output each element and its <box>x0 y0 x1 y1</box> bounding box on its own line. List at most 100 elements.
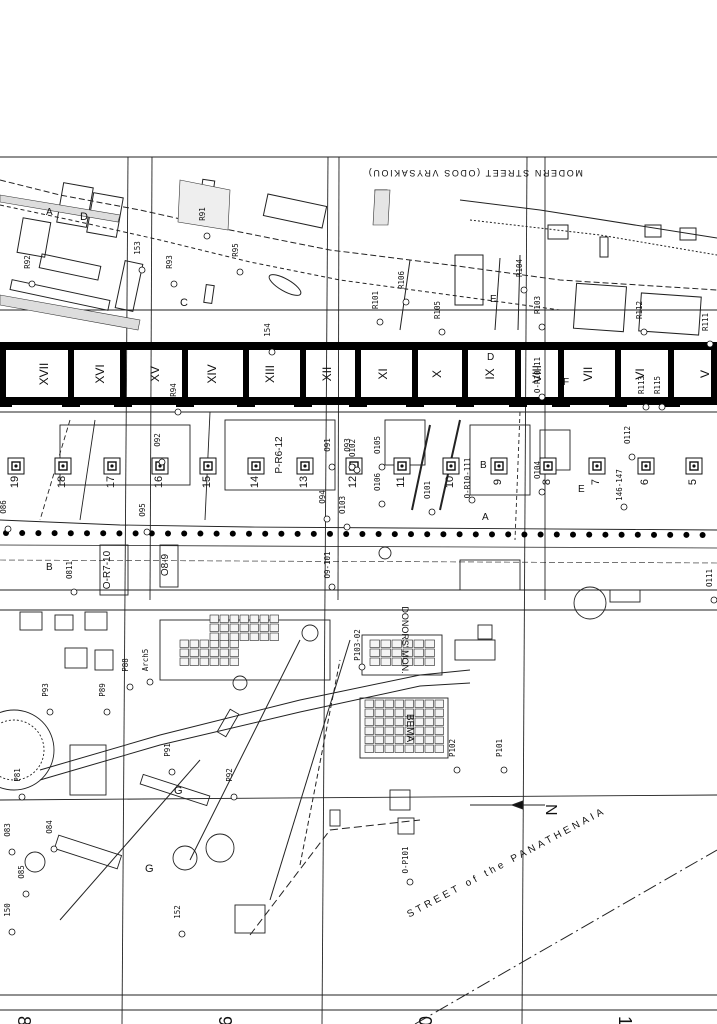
wall-footing <box>0 397 12 407</box>
find-spot-marker <box>538 488 546 496</box>
stone-block <box>434 717 444 726</box>
colonnade-dot <box>424 531 431 538</box>
wall-footing <box>509 397 527 407</box>
find-spot-marker <box>158 458 166 466</box>
column-base-number: 12 <box>347 476 359 488</box>
column-base-number: 9 <box>492 479 504 485</box>
find-spot-marker <box>402 298 410 306</box>
find-spot-label: R105 <box>433 301 442 319</box>
find-spot-label: O112 <box>623 426 632 444</box>
room-numeral: VIII <box>530 365 544 383</box>
donors-monument-label: DONORS' MON. <box>400 606 410 673</box>
find-spot-marker <box>170 280 178 288</box>
find-spot-marker <box>328 583 336 591</box>
wall-footing <box>62 397 80 407</box>
find-spot-marker <box>628 453 636 461</box>
find-spot-label: O104 <box>533 460 542 479</box>
room-wall <box>182 342 188 405</box>
stone-block <box>209 657 219 666</box>
colonnade-dot <box>570 531 576 538</box>
stone-block <box>434 699 444 708</box>
find-spot-label: R103 <box>533 296 542 314</box>
stone-block <box>424 708 434 717</box>
find-spot-label: P101 <box>495 739 504 757</box>
stone-block <box>384 699 394 708</box>
stone-block <box>249 623 259 632</box>
stone-block <box>414 699 424 708</box>
find-spot-marker <box>406 878 414 886</box>
column-base-center <box>644 464 648 468</box>
colonnade-dot <box>375 531 382 538</box>
stone-block <box>384 744 394 753</box>
room-wall <box>0 342 6 405</box>
stone-block <box>249 632 259 641</box>
find-spot-label: 146-147 <box>615 469 624 501</box>
letter-e-low: E <box>578 484 585 495</box>
stone-block <box>179 648 189 657</box>
colonnade-dot <box>537 531 544 538</box>
column-base-center <box>61 464 65 468</box>
find-spot-marker <box>4 525 12 533</box>
room-numeral: V <box>698 370 712 378</box>
find-spot-label: 152 <box>173 905 182 919</box>
find-spot-label: R92 <box>23 255 32 269</box>
stone-block <box>404 708 414 717</box>
stone-block <box>394 744 404 753</box>
stone-block <box>219 639 229 648</box>
wall-footing <box>176 397 194 407</box>
find-spot-label: O103 <box>338 496 347 514</box>
colonnade-dot <box>19 530 26 537</box>
find-spot-label: R93 <box>165 255 174 269</box>
letter-d-top: D <box>80 211 88 223</box>
stone-block <box>380 657 391 666</box>
stone-block <box>219 632 229 641</box>
stone-block <box>259 623 269 632</box>
colonnade-dot <box>246 530 252 537</box>
column-base-center <box>14 464 18 468</box>
stone-block <box>374 708 384 717</box>
find-spot-label: O-R10-11 <box>533 357 542 393</box>
find-spot-label: O-P101 <box>401 846 410 873</box>
stone-block <box>229 614 239 623</box>
colonnade-dot <box>472 531 479 538</box>
room-wall <box>462 342 468 405</box>
stone-block <box>414 726 424 735</box>
stone-block <box>229 648 239 657</box>
stone-block <box>259 632 269 641</box>
column-base-center <box>254 464 258 468</box>
stone-block <box>384 726 394 735</box>
stone-block <box>404 744 414 753</box>
letter-a-mid: A <box>482 512 489 523</box>
column-base-number: 10 <box>444 476 456 488</box>
colonnade-dot <box>521 531 528 538</box>
find-spot-marker <box>468 496 476 504</box>
find-spot-label: O94 <box>318 490 327 504</box>
stone-block <box>209 623 219 632</box>
colonnade-dot <box>165 530 171 537</box>
letter-b-east: B <box>480 460 487 471</box>
stone-block <box>189 657 199 666</box>
stone-block <box>219 657 229 666</box>
colonnade-dot <box>84 530 90 537</box>
column-base-number: 7 <box>590 479 602 485</box>
colonnade-dot <box>456 531 463 538</box>
colonnade-dot <box>294 530 301 537</box>
stone-block <box>394 717 404 726</box>
find-spot-marker <box>178 930 186 938</box>
stone-block <box>413 639 424 648</box>
stone-block <box>434 744 444 753</box>
colonnade-dot <box>408 531 414 538</box>
find-spot-label: R101 <box>371 291 380 309</box>
room-numeral: IX <box>483 368 497 379</box>
wall-footing <box>294 397 312 407</box>
letter-a-top: A <box>46 207 53 218</box>
column-base-center <box>546 464 550 468</box>
find-spot-label: P93 <box>41 683 50 697</box>
find-spot-label: R95 <box>231 243 240 257</box>
room-numeral: XV <box>148 366 162 382</box>
colonnade-dot <box>489 531 495 538</box>
wall-footing <box>237 397 255 407</box>
